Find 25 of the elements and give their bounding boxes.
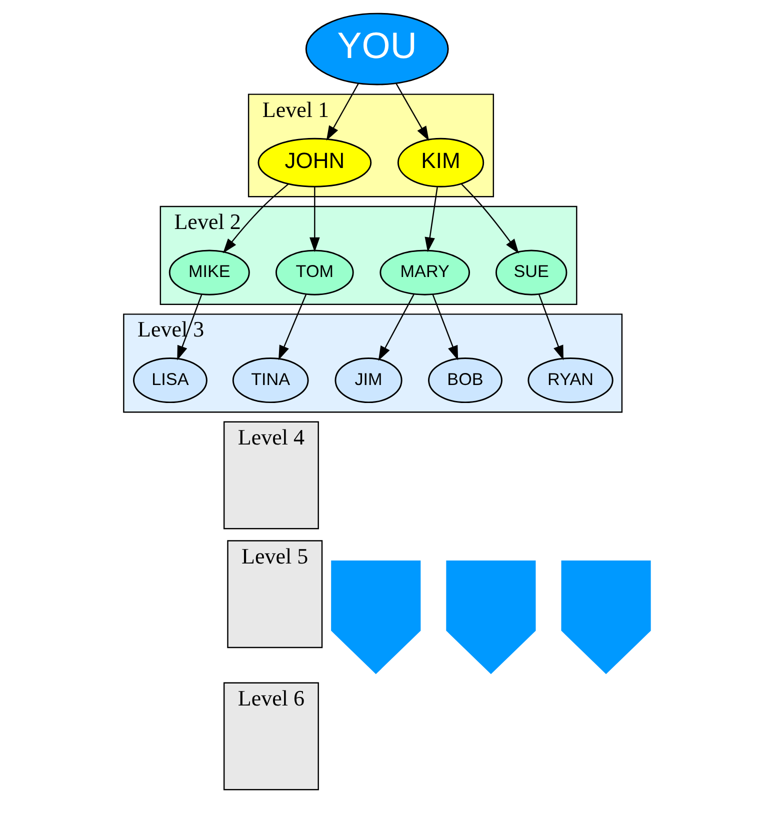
arrow xyxy=(395,83,429,141)
node-box: Level 6 xyxy=(222,682,318,790)
node-ellipse: MIKE xyxy=(168,250,250,296)
node-arrow xyxy=(446,560,536,674)
arrow xyxy=(460,184,518,254)
node-ellipse: YOU xyxy=(304,12,448,86)
arrow xyxy=(222,184,288,254)
node-ellipse: MARY xyxy=(379,250,470,296)
node-ellipse: TINA xyxy=(232,358,308,404)
node-ellipse: LISA xyxy=(132,358,207,404)
node-ellipse: JIM xyxy=(334,358,402,404)
node-ellipse: TOM xyxy=(275,250,354,296)
node-arrow xyxy=(330,560,420,674)
arrow xyxy=(378,294,414,361)
node-arrow xyxy=(560,560,650,674)
node-ellipse: KIM xyxy=(396,138,484,188)
node-box: Level 4 xyxy=(222,421,318,530)
node-ellipse: RYAN xyxy=(527,358,613,404)
node-ellipse: JOHN xyxy=(257,138,372,188)
node-ellipse: BOB xyxy=(428,358,502,404)
arrow xyxy=(326,83,358,141)
arrow xyxy=(309,187,320,252)
node-box: Level 5 xyxy=(226,540,322,648)
arrow xyxy=(432,294,458,360)
node-ellipse: SUE xyxy=(494,250,567,296)
